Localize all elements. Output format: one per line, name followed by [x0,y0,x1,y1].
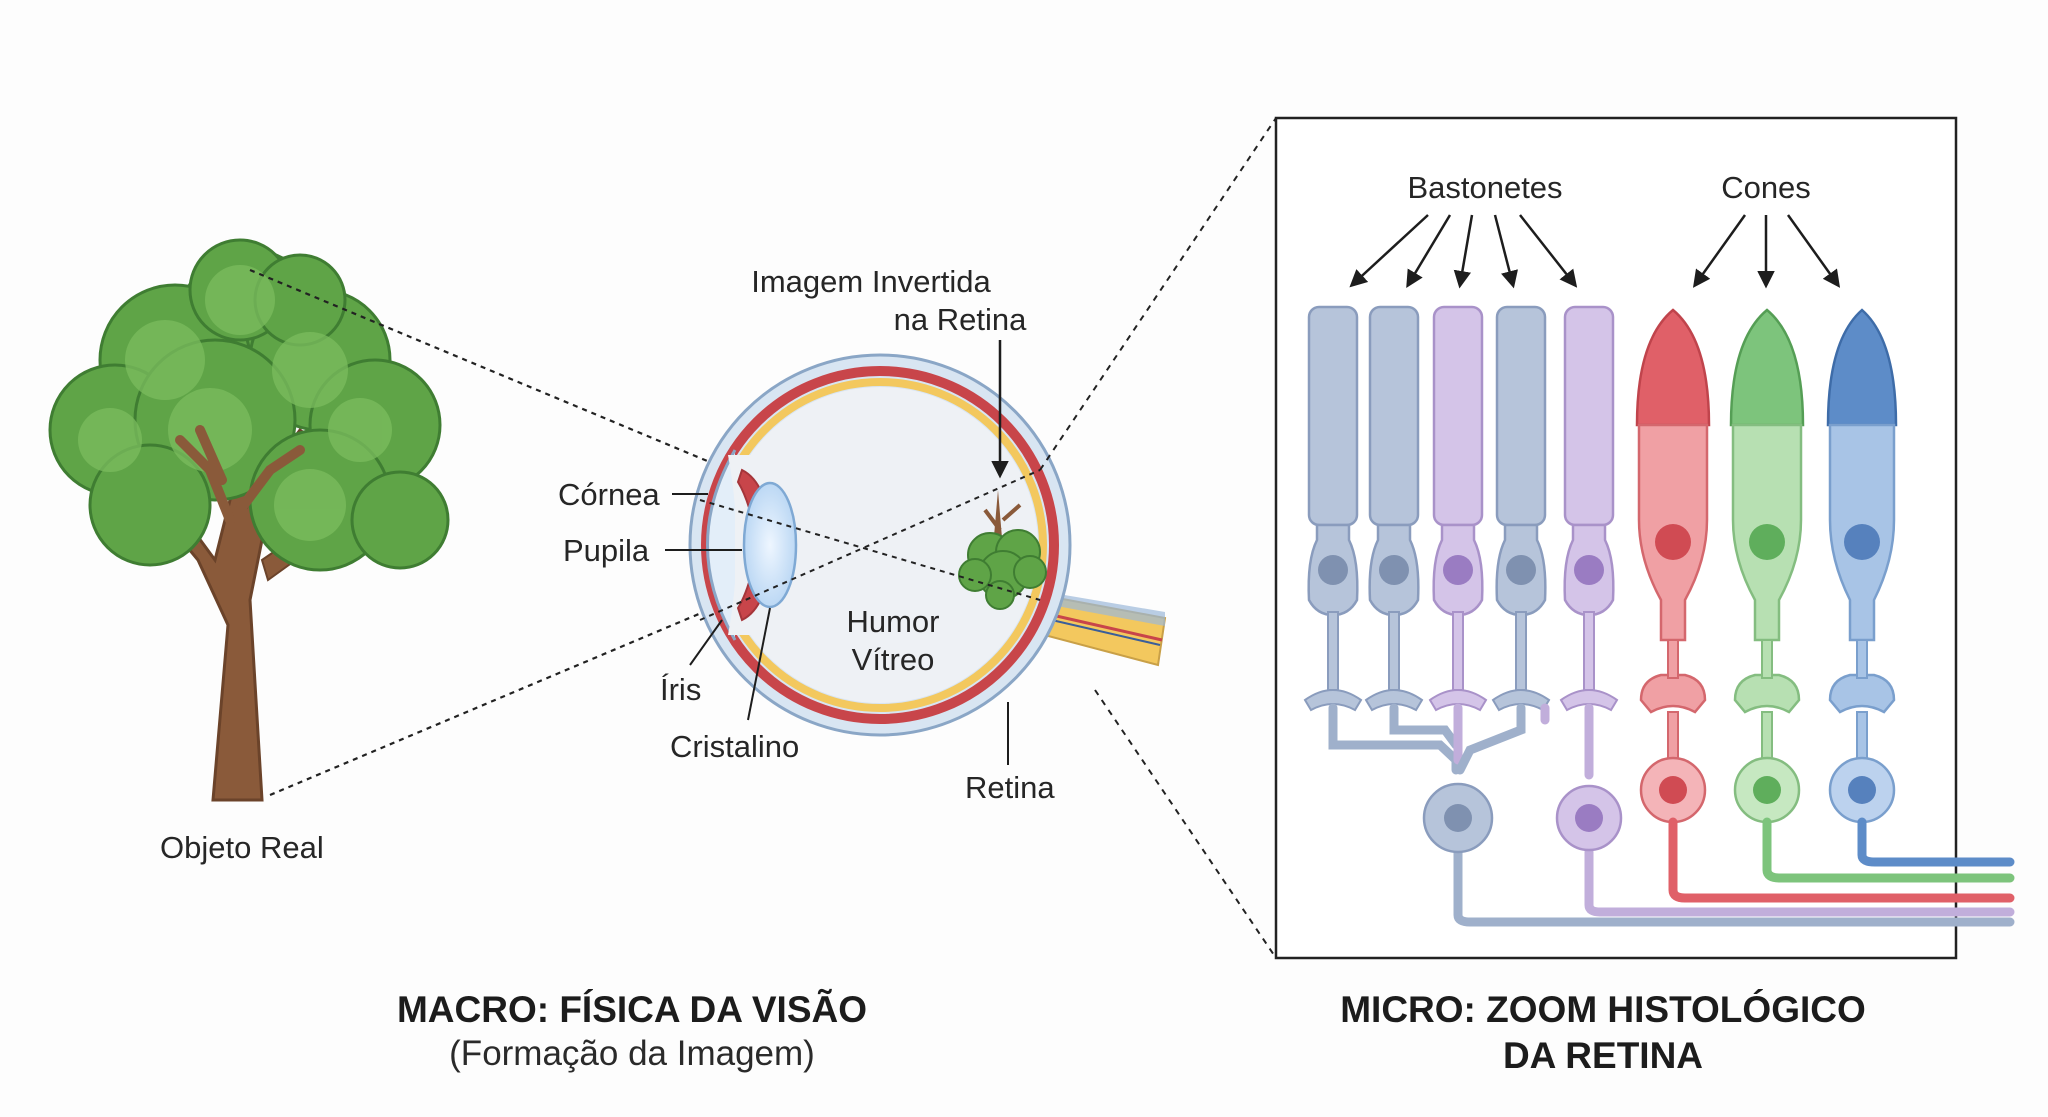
cones-label: Cones [1721,170,1811,205]
rod-cell [1491,305,1551,712]
cornea-label: Córnea [558,477,660,512]
vitreous-humor [722,387,1038,703]
rod-ganglion-purple [1555,784,1623,852]
inverted-image-label-2: na Retina [894,302,1027,337]
retina-label: Retina [965,770,1055,805]
rod-cell [1303,305,1363,712]
rod-cell [1559,305,1619,712]
micro-title-1: MICRO: ZOOM HISTOLÓGICO [1340,988,1866,1030]
humor-label-1: Humor [846,604,939,639]
object-label: Objeto Real [160,830,324,865]
rods-label: Bastonetes [1407,170,1562,205]
zoom-lines [1039,117,1277,959]
rod-wiring [1328,703,2015,927]
pupil-label: Pupila [563,533,650,568]
eye-labels: Imagem Invertida na Retina Córnea Pupila… [558,264,1055,805]
cone-cell-blue [1826,308,1898,824]
label-arrows [1349,214,1841,289]
micro-title-2: DA RETINA [1503,1035,1703,1076]
lens-label: Cristalino [670,729,799,764]
iris-label: Íris [660,672,701,707]
lens [742,481,798,609]
inverted-image-label-1: Imagem Invertida [751,264,991,299]
rod-cells [1303,305,1619,712]
cone-cell-red [1635,308,1711,824]
cornea [706,449,737,641]
cone-cells [1635,308,1898,824]
rod-cell [1428,305,1488,712]
humor-label-2: Vítreo [852,642,935,677]
eye-illustration [688,353,1167,737]
rod-cell [1364,305,1424,712]
tree-illustration [48,238,450,802]
macro-subtitle: (Formação da Imagem) [449,1034,815,1073]
rod-ganglion-blue [1422,782,1494,854]
macro-title: MACRO: FÍSICA DA VISÃO [397,988,867,1030]
